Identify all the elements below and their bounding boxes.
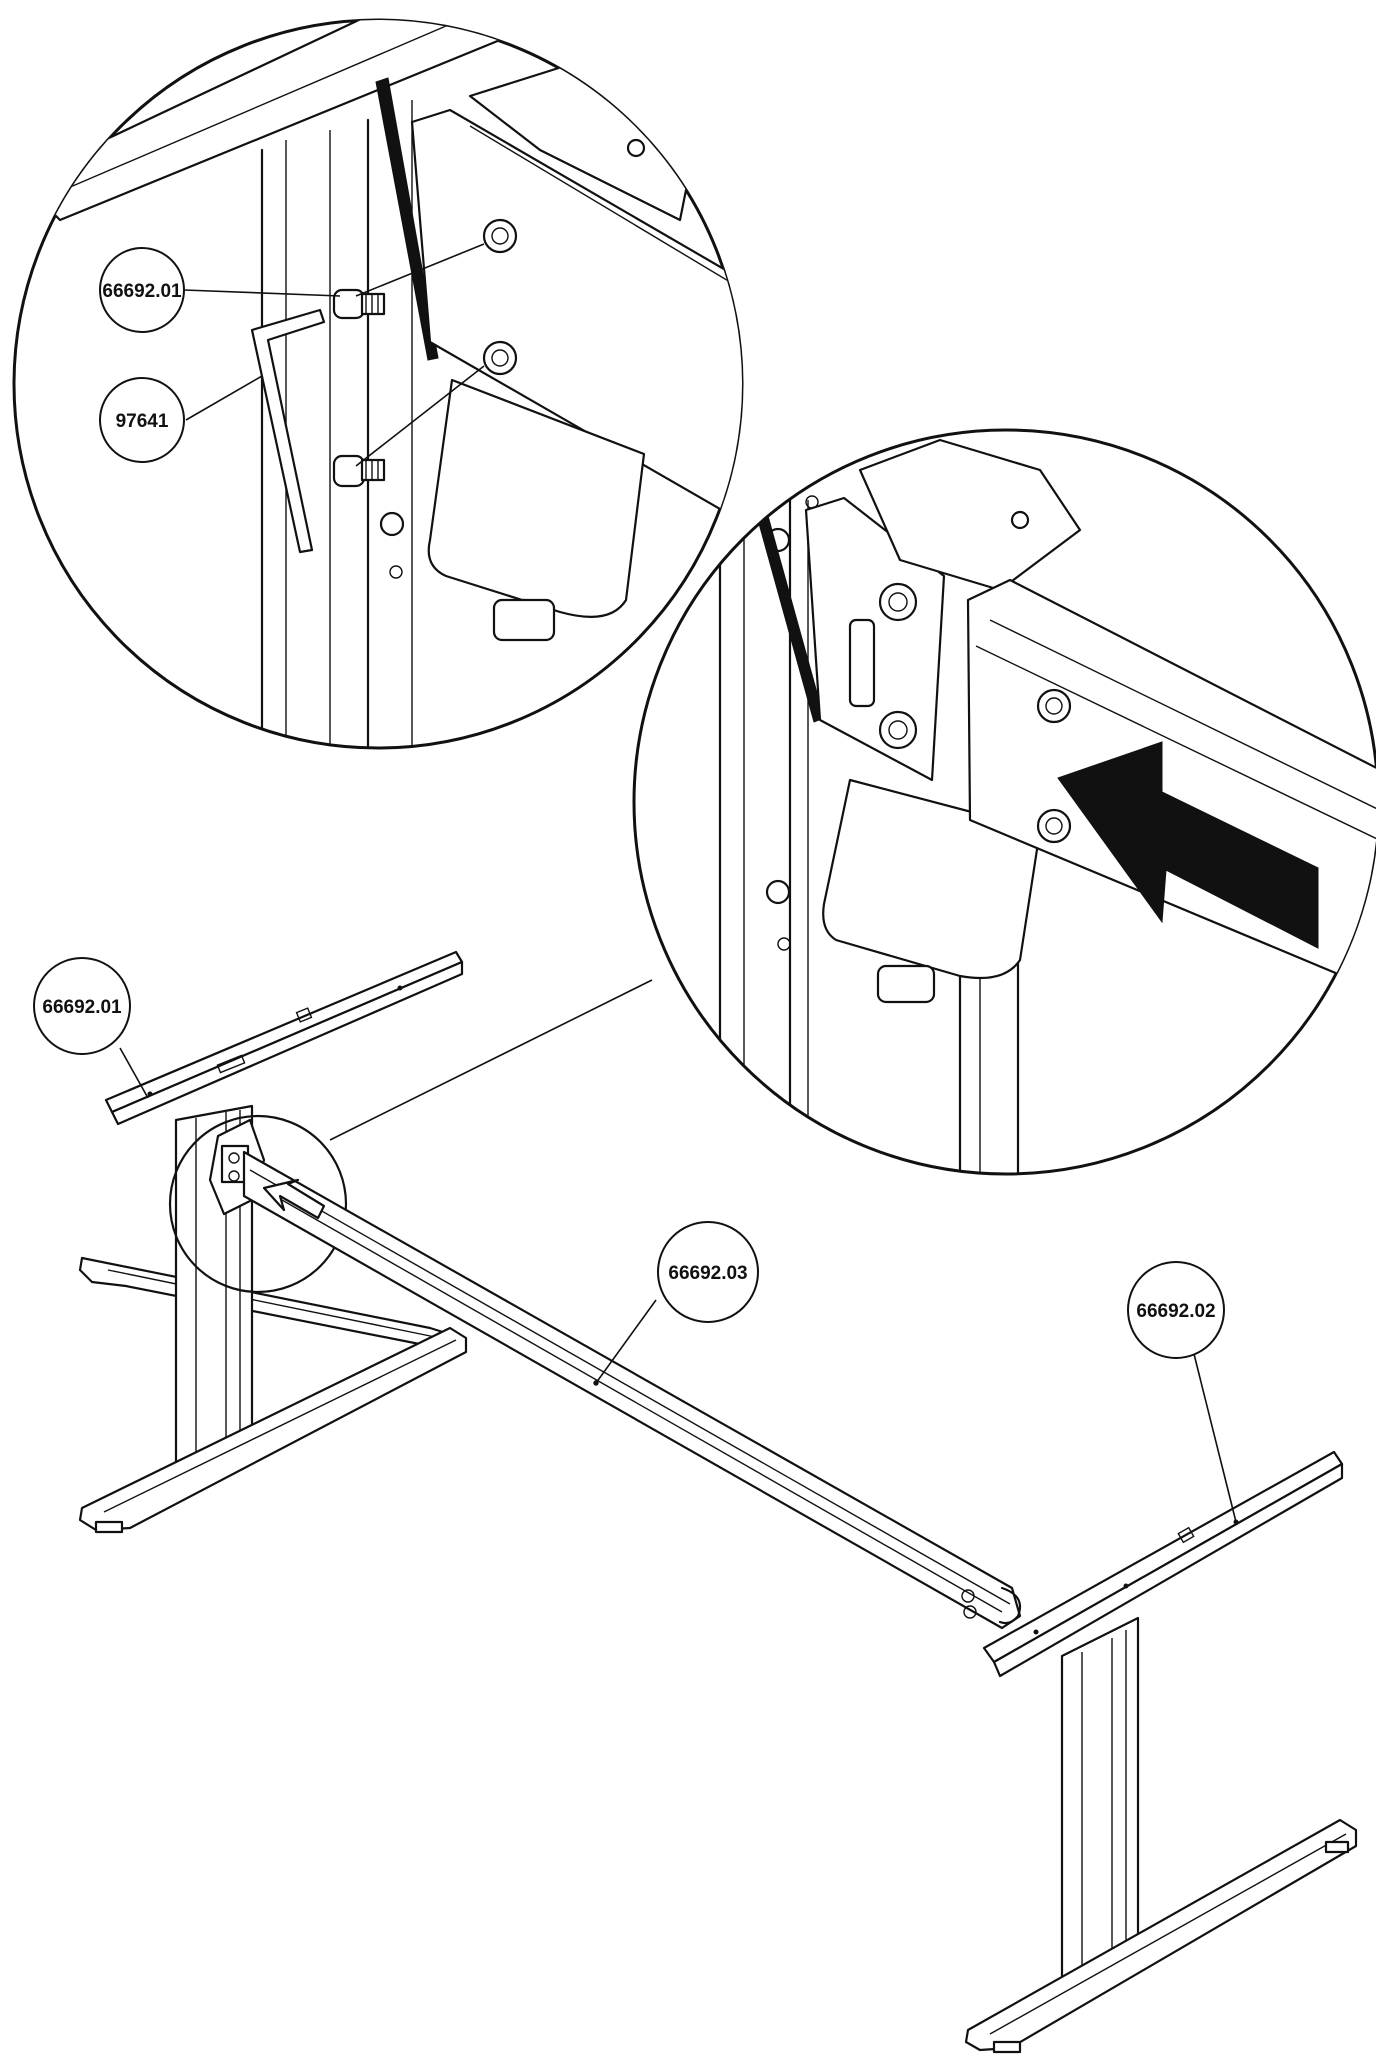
callout-right-frame: 66692.02 [1127,1261,1225,1359]
allen-key-icon [250,308,326,554]
bolt-lower [332,454,386,488]
desk-frame-assembly [78,950,1358,2054]
detail-marker-circle [168,1114,348,1294]
left-top-bracket [104,950,464,1126]
insert-arrow-icon [1057,741,1319,949]
callout-crossbar-label: 66692.03 [668,1263,747,1284]
callout-left-frame-label: 66692.01 [42,997,122,1018]
callout-hex-key-label: 97641 [116,411,169,432]
detail-screw-fastening [12,18,744,750]
callout-crossbar: 66692.03 [657,1221,759,1323]
bolt-upper [332,288,386,320]
right-foot [964,1818,1358,2054]
right-top-bracket [982,1450,1344,1678]
callout-screw: 66692.01 [99,247,185,333]
callout-hex-key: 97641 [99,377,185,463]
callout-screw-label: 66692.01 [102,281,182,302]
crossbar [242,1150,1022,1630]
detail-crossbar-insertion [632,428,1376,1176]
small-insert-arrow-icon [262,1178,326,1220]
callout-left-frame: 66692.01 [33,957,131,1055]
callout-right-frame-label: 66692.02 [1136,1301,1215,1322]
left-foot-front [78,1326,468,1534]
